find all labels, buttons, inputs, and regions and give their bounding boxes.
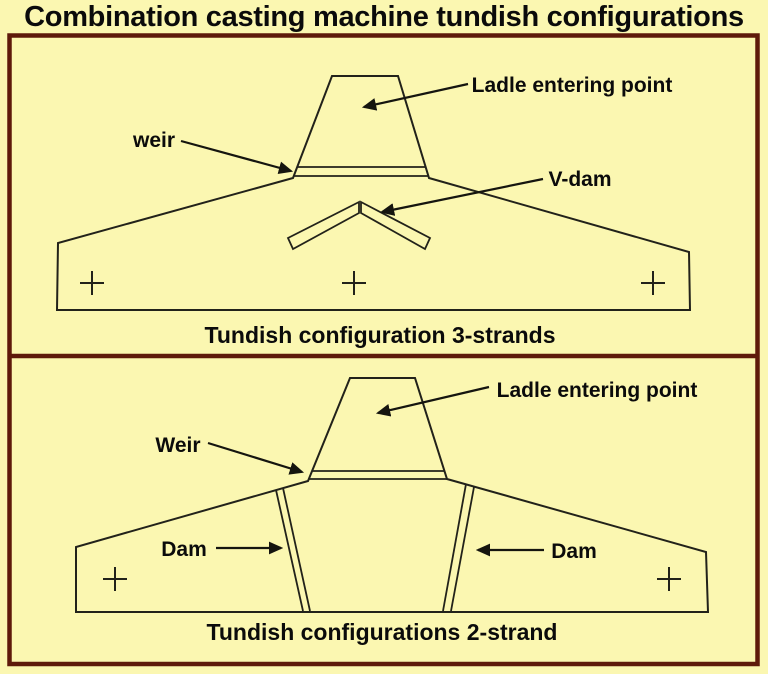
v-dam-left-bar [286, 200, 360, 251]
dam-right-lines [442, 483, 475, 612]
weir-leader-arrow [180, 139, 294, 175]
figure-title: Combination casting machine tundish conf… [24, 1, 744, 33]
dam-left-lines [275, 487, 311, 612]
ladle-leader-arrow [375, 385, 490, 417]
tundish-2strand-outline [75, 377, 710, 613]
weir-plate-lines [294, 166, 428, 177]
panel-3strand: weir Ladle entering point V-dam Tundish … [55, 74, 692, 348]
ladle-entering-point-label: Ladle entering point [472, 74, 673, 97]
tundish-3strand-outline [55, 75, 692, 311]
v-dam-label: V-dam [548, 168, 611, 191]
panel-caption-3strand: Tundish configuration 3-strands [205, 322, 556, 348]
weir-label: weir [132, 129, 175, 152]
weir-leader-arrow [207, 441, 305, 475]
strand-mark [641, 271, 665, 295]
dam-right-label: Dam [551, 540, 597, 563]
weir-plate-lines [309, 470, 447, 480]
dam-left-label: Dam [161, 538, 207, 561]
ladle-leader-arrow [361, 82, 469, 111]
v-dam-right-bar [360, 200, 432, 251]
v-dam [286, 200, 432, 251]
panel-caption-2strand: Tundish configurations 2-strand [207, 619, 558, 645]
weir-label: Weir [155, 434, 200, 457]
panel-2strand: Weir Ladle entering point Dam Dam Tundis… [75, 377, 710, 645]
strand-mark [342, 271, 366, 295]
ladle-entering-point-label: Ladle entering point [497, 379, 698, 402]
strand-mark [657, 567, 681, 591]
strand-mark [103, 567, 127, 591]
figure-frame [7, 33, 760, 667]
strand-mark [80, 271, 104, 295]
v-dam-leader-arrow [379, 177, 544, 216]
